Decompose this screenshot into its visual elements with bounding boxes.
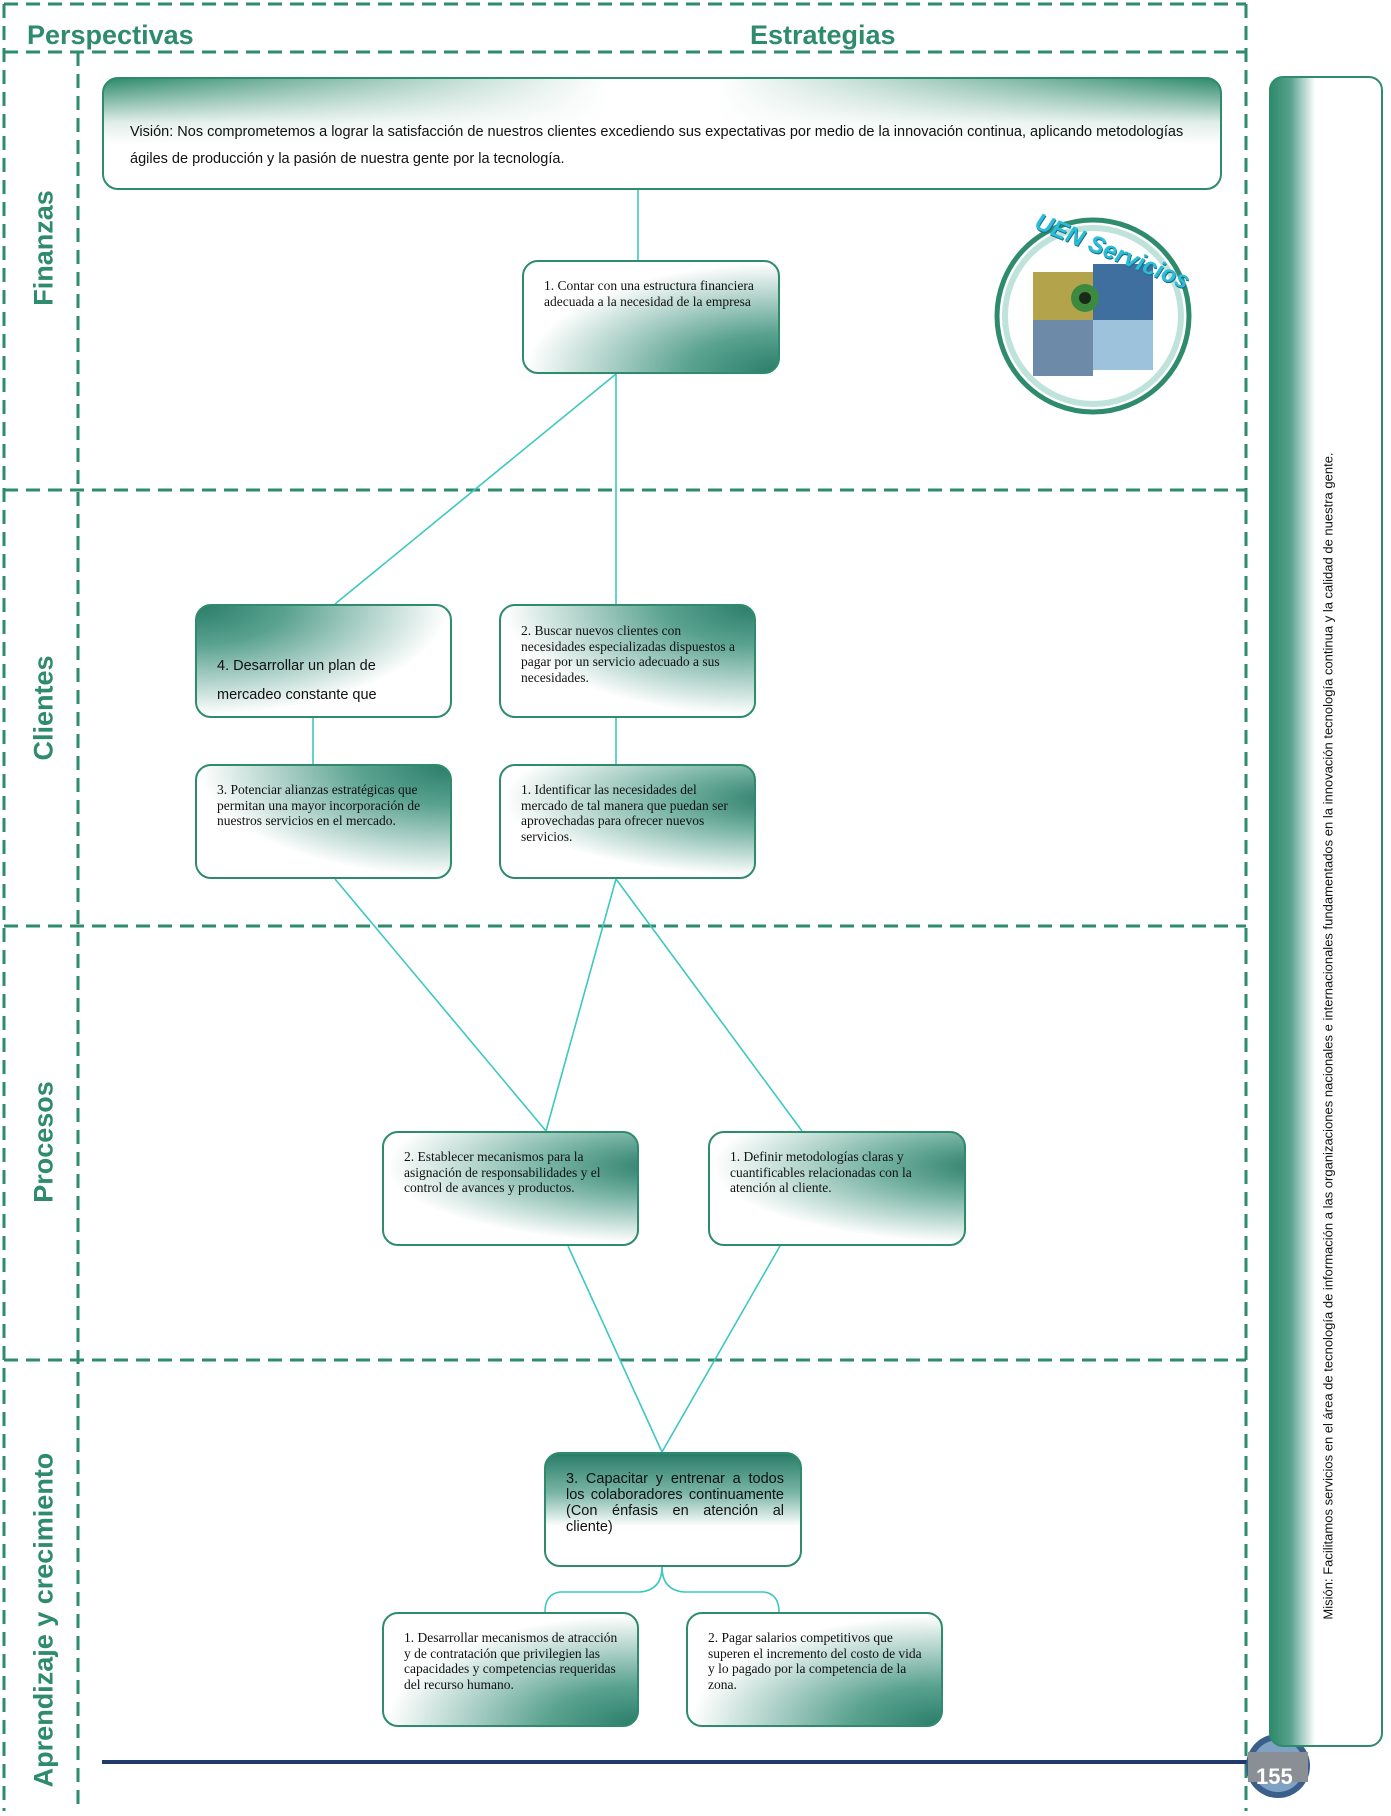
vision-banner: Visión: Nos comprometemos a lograr la sa…: [102, 77, 1222, 190]
strategy-text: 3. Capacitar y entrenar a todos los cola…: [566, 1471, 784, 1535]
lane-label-procesos: Procesos: [28, 1081, 59, 1203]
estrategias-header: Estrategias: [750, 20, 896, 50]
strategy-box-procesos-1: 1. Definir metodologías claras y cuantif…: [708, 1131, 966, 1246]
perspectivas-header: Perspectivas: [27, 20, 194, 50]
page-number-badge: [1246, 1734, 1310, 1798]
strategy-box-aprendizaje-3: 3. Capacitar y entrenar a todos los cola…: [544, 1452, 802, 1567]
strategy-box-clientes-4: 4. Desarrollar un plan de mercadeo const…: [195, 604, 452, 718]
strategy-text: 1. Contar con una estructura financiera …: [544, 278, 754, 309]
strategy-box-procesos-2: 2. Establecer mecanismos para la asignac…: [382, 1131, 639, 1246]
strategy-box-clientes-2: 2. Buscar nuevos clientes con necesidade…: [499, 604, 756, 718]
strategy-box-finanzas-1: 1. Contar con una estructura financiera …: [522, 260, 780, 374]
strategy-box-aprendizaje-1: 1. Desarrollar mecanismos de atracción y…: [382, 1612, 639, 1727]
strategy-box-clientes-3: 3. Potenciar alianzas estratégicas que p…: [195, 764, 452, 879]
connector-lines: [312, 190, 803, 1613]
strategy-text: 2. Establecer mecanismos para la asignac…: [404, 1149, 601, 1195]
lane-label-clientes: Clientes: [28, 655, 59, 761]
strategy-text: 1. Identificar las necesidades del merca…: [521, 782, 728, 844]
strategy-text: 1. Definir metodologías claras y cuantif…: [730, 1149, 912, 1195]
lane-label-aprendizaje: Aprendizaje y crecimiento: [28, 1452, 59, 1788]
mission-panel: [1269, 76, 1383, 1747]
strategy-box-aprendizaje-2: 2. Pagar salarios competitivos que super…: [686, 1612, 943, 1727]
page-number: 155: [1256, 1764, 1293, 1789]
strategy-text: 2. Pagar salarios competitivos que super…: [708, 1630, 922, 1692]
strategy-text: 4. Desarrollar un plan de mercadeo const…: [217, 658, 377, 703]
strategy-box-clientes-1: 1. Identificar las necesidades del merca…: [499, 764, 756, 879]
strategy-text: 2. Buscar nuevos clientes con necesidade…: [521, 623, 736, 685]
uen-servicios-logo-graphic: [994, 217, 1192, 415]
mission-text: Misión: Facilitamos servicios en el área…: [1320, 452, 1336, 1620]
lane-label-finanzas: Finanzas: [28, 190, 59, 306]
strategy-text: 3. Potenciar alianzas estratégicas que p…: [217, 782, 421, 828]
strategy-text: 1. Desarrollar mecanismos de atracción y…: [404, 1630, 618, 1692]
vision-text: Visión: Nos comprometemos a lograr la sa…: [130, 124, 1184, 167]
